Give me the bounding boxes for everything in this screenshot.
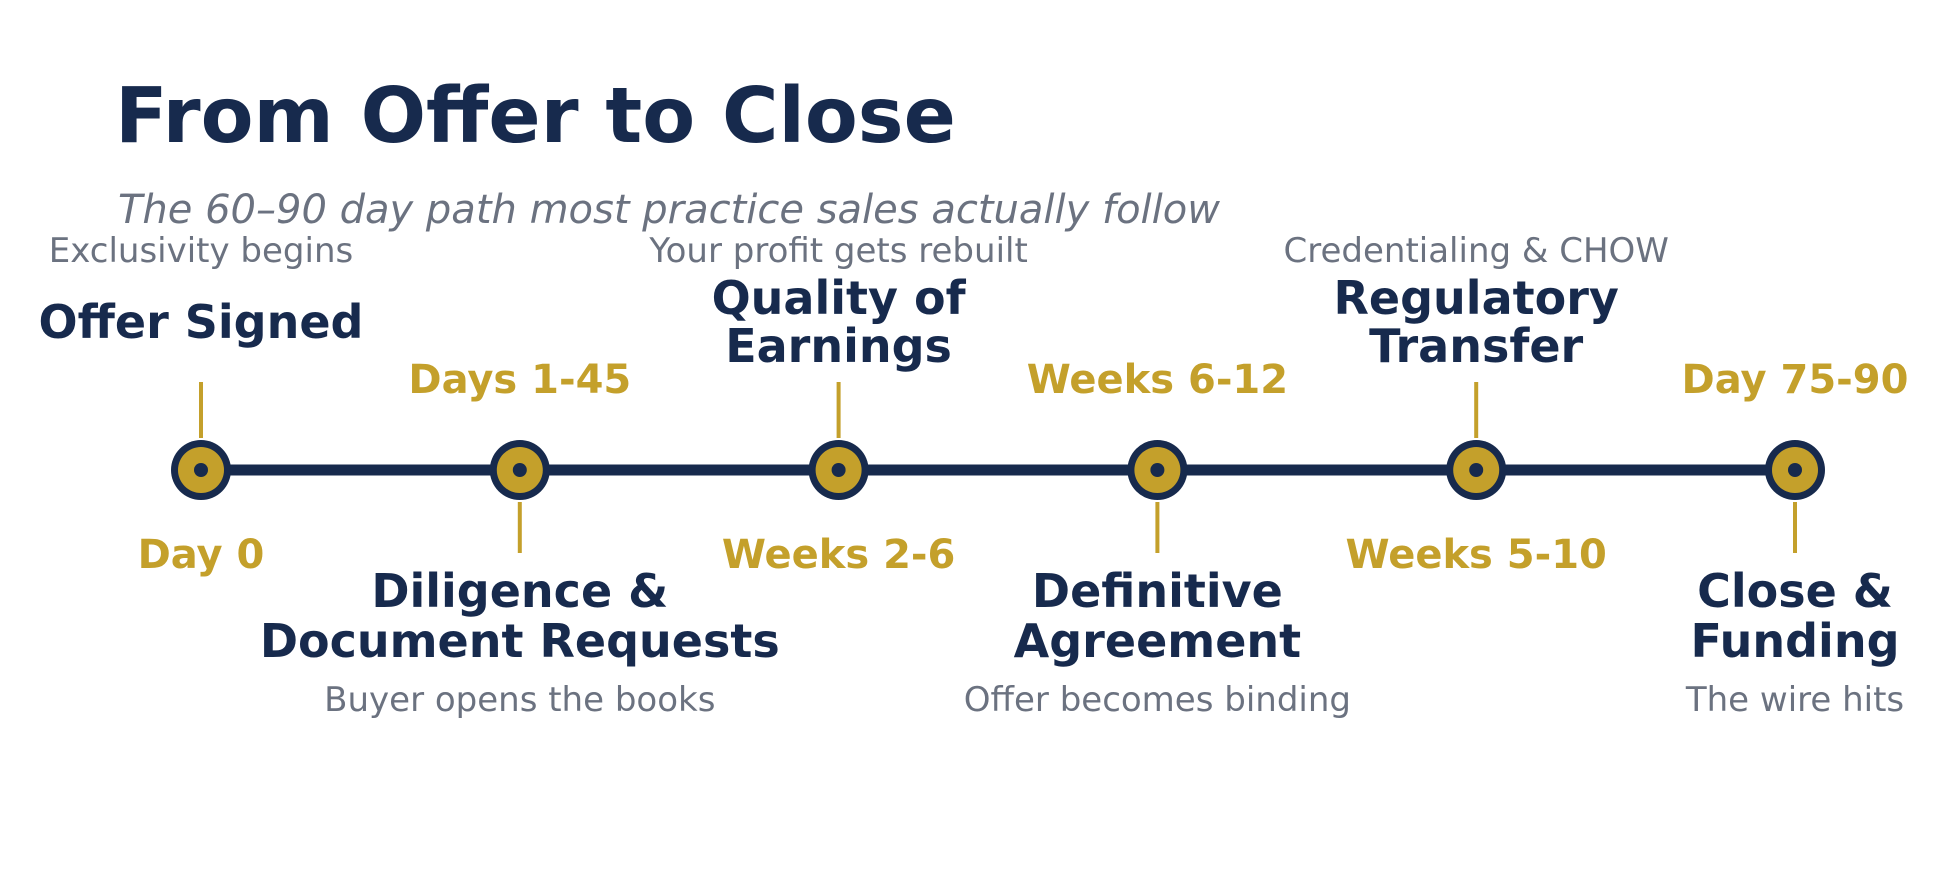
milestone-marker-center [1788,463,1802,477]
milestone-title: Diligence & [371,564,668,618]
milestone-note: Offer becomes binding [964,680,1351,720]
milestone-title: Close & [1697,564,1893,618]
milestone-note: Exclusivity begins [49,231,353,271]
milestone-title: Quality of [712,271,967,325]
milestone-title: Agreement [1014,614,1301,668]
milestone-title: Definitive [1032,564,1283,618]
milestone-marker-center [512,463,527,477]
milestones: Day 0 Offer Signed Exclusivity beginsDays … [39,231,1909,720]
milestone-note: Buyer opens the books [324,680,715,720]
milestone-note: The wire hits [1685,680,1904,720]
milestone-marker-center [1150,463,1165,477]
milestone-title: Funding [1691,614,1900,668]
milestone-timing: Day 75-90 [1682,357,1909,403]
milestone-note: Your profit gets rebuilt [648,231,1027,271]
milestone-title: Offer Signed [39,295,364,349]
milestone-timing: Weeks 5-10 [1346,532,1607,578]
page-title: From Offer to Close [115,72,956,161]
milestone-marker-center [831,463,846,477]
milestone-timing: Weeks 6-12 [1027,357,1288,403]
page-subtitle: The 60–90 day path most practice sales a… [118,187,1220,233]
milestone-timing: Days 1-45 [408,357,631,403]
milestone-timing: Day 0 [138,532,265,578]
milestone-timing: Weeks 2-6 [722,532,956,578]
milestone-marker-center [194,463,208,477]
milestone-title: Transfer [1369,319,1583,373]
milestone: Day 0 Offer Signed Exclusivity begins [39,231,364,578]
milestone-title: Document Requests [260,614,780,668]
milestone-title: Earnings [725,319,952,373]
milestone-note: Credentialing & CHOW [1284,231,1669,271]
milestone-marker-center [1469,463,1484,477]
milestone-title: Regulatory [1334,271,1619,325]
